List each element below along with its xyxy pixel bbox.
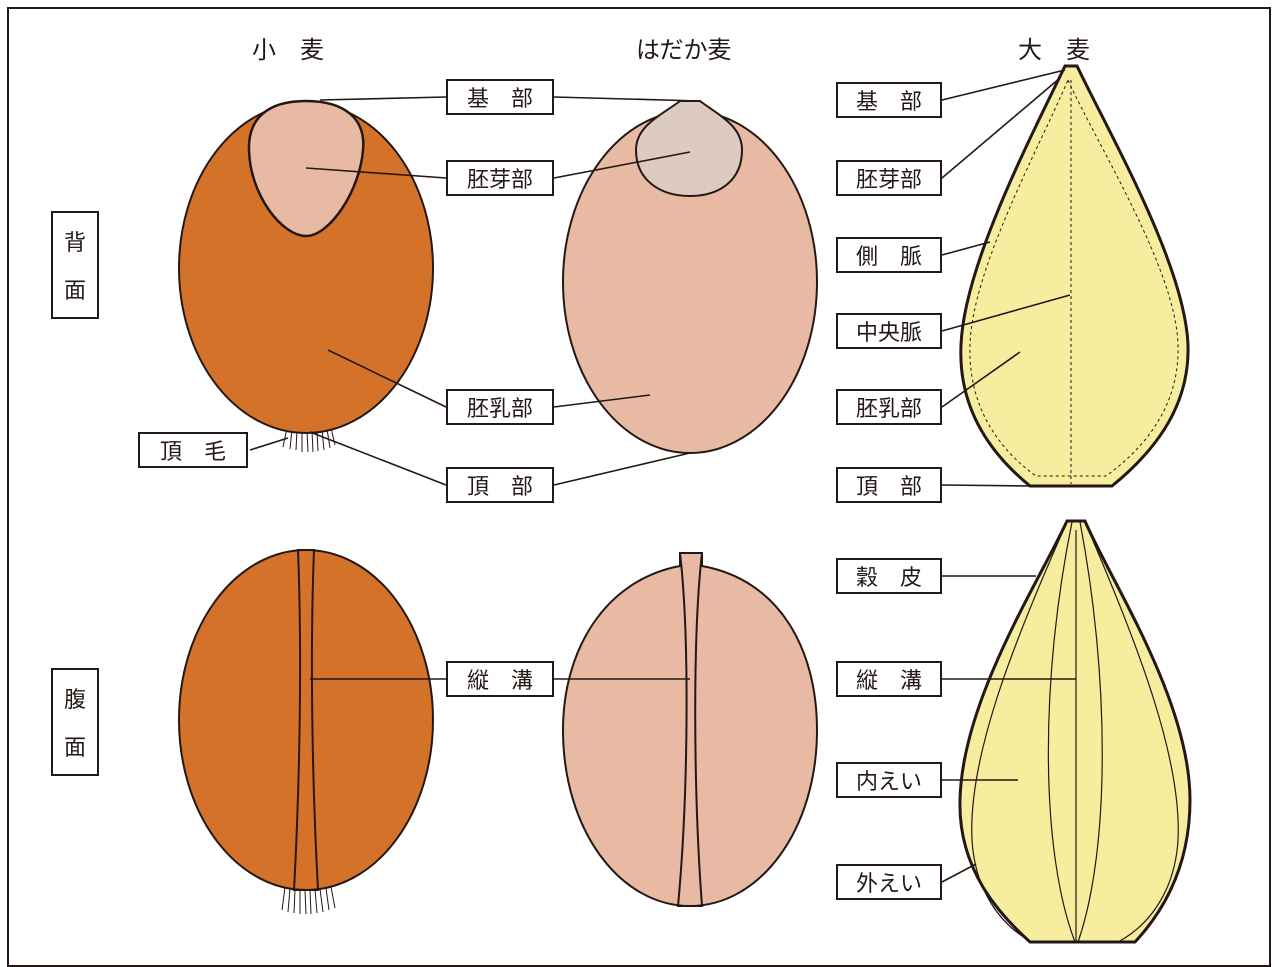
naked-barley-germ [634, 100, 744, 198]
label-barley-endosperm: 胚乳部 [836, 389, 942, 425]
header-barley: 大 麦 [1018, 36, 1090, 64]
view-label-ventral: 腹 面 [51, 668, 99, 776]
label-endosperm: 胚乳部 [446, 389, 554, 425]
barley-dorsal-inner-line [969, 78, 1179, 477]
header-wheat: 小 麦 [252, 36, 324, 64]
barley-dorsal-grain [959, 64, 1190, 488]
barley-ventral-grain [958, 519, 1192, 944]
wheat-bottom-hairs [281, 886, 336, 915]
label-base: 基 部 [446, 79, 554, 115]
label-apex: 頂 部 [446, 467, 554, 503]
label-hair: 頂 毛 [138, 432, 248, 468]
label-central-vein: 中央脈 [836, 313, 942, 349]
leader-lines [249, 69, 1076, 883]
label-germ: 胚芽部 [446, 160, 554, 196]
label-barley-apex: 頂 部 [836, 467, 942, 503]
label-lemma: 外えい [836, 864, 942, 900]
label-husk: 穀 皮 [836, 558, 942, 594]
wheat-groove [292, 549, 320, 891]
label-palea: 内えい [836, 762, 942, 798]
naked-barley-groove [676, 552, 704, 907]
naked-barley-ventral-grain [561, 552, 819, 908]
label-lateral-vein: 側 脈 [836, 237, 942, 273]
label-barley-groove: 縦 溝 [836, 661, 942, 697]
label-barley-germ: 胚芽部 [836, 160, 942, 196]
view-label-dorsal: 背 面 [51, 211, 99, 319]
wheat-ventral-grain [178, 549, 434, 891]
label-barley-base: 基 部 [836, 82, 942, 118]
label-groove: 縦 溝 [446, 661, 554, 697]
header-naked-barley: はだか麦 [636, 36, 732, 64]
barley-ventral-lines [971, 521, 1179, 943]
